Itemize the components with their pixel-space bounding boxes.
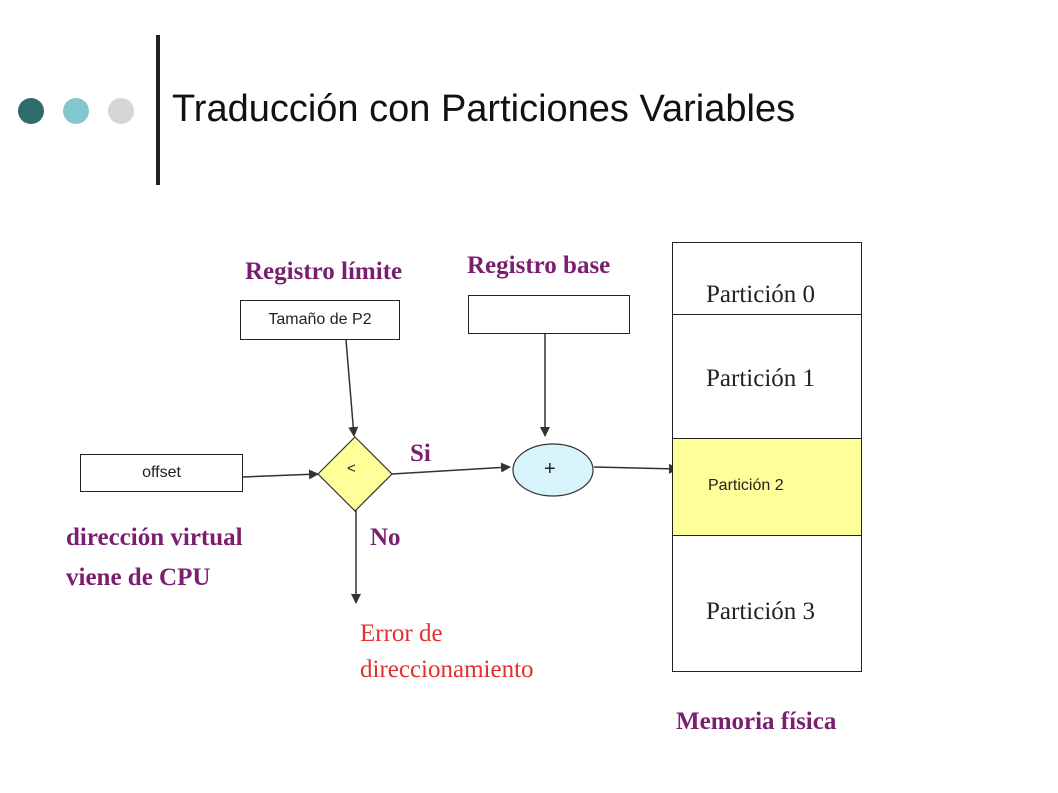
base-register-box xyxy=(468,295,630,334)
physical-memory: Partición 0 Partición 1 Partición 2 Part… xyxy=(672,242,862,672)
limit-register-value: Tamaño de P2 xyxy=(268,311,372,328)
comparator-diamond xyxy=(317,436,393,512)
limit-register-box: Tamaño de P2 xyxy=(240,300,400,340)
memory-partition-0: Partición 0 xyxy=(673,243,861,315)
error-line1: Error de xyxy=(360,620,443,647)
memory-partition-1: Partición 1 xyxy=(673,315,861,439)
adder-symbol: + xyxy=(544,458,556,480)
arrow-adder-to-memory xyxy=(593,463,679,474)
header-dot-mid xyxy=(63,98,89,124)
virtual-address-line2: viene de CPU xyxy=(66,564,211,591)
comparator-symbol: < xyxy=(347,460,356,477)
arrow-compare-to-adder xyxy=(391,462,511,475)
header-dot-light xyxy=(108,98,134,124)
memory-partition-0-label: Partición 0 xyxy=(706,281,816,308)
error-line2: direccionamiento xyxy=(360,656,534,683)
header-dot-dark xyxy=(18,98,44,124)
base-register-label: Registro base xyxy=(467,252,611,279)
virtual-address-line1: dirección virtual xyxy=(66,524,243,551)
offset-label: offset xyxy=(142,464,181,481)
limit-register-label: Registro límite xyxy=(245,258,403,285)
yes-label: Si xyxy=(410,440,431,467)
arrow-offset-to-compare xyxy=(242,469,319,480)
arrow-limit-to-compare xyxy=(345,339,359,437)
memory-partition-3: Partición 3 xyxy=(673,536,861,671)
memory-partition-2-label: Partición 2 xyxy=(708,477,784,494)
memory-partition-3-label: Partición 3 xyxy=(706,598,816,625)
adder-circle xyxy=(512,443,594,497)
no-label: No xyxy=(370,524,401,551)
page-title: Traducción con Particiones Variables xyxy=(172,88,796,130)
memory-caption: Memoria física xyxy=(676,708,837,735)
header-divider xyxy=(156,35,160,185)
offset-box: offset xyxy=(80,454,243,492)
memory-partition-1-label: Partición 1 xyxy=(706,365,816,392)
memory-partition-2: Partición 2 xyxy=(673,439,861,536)
